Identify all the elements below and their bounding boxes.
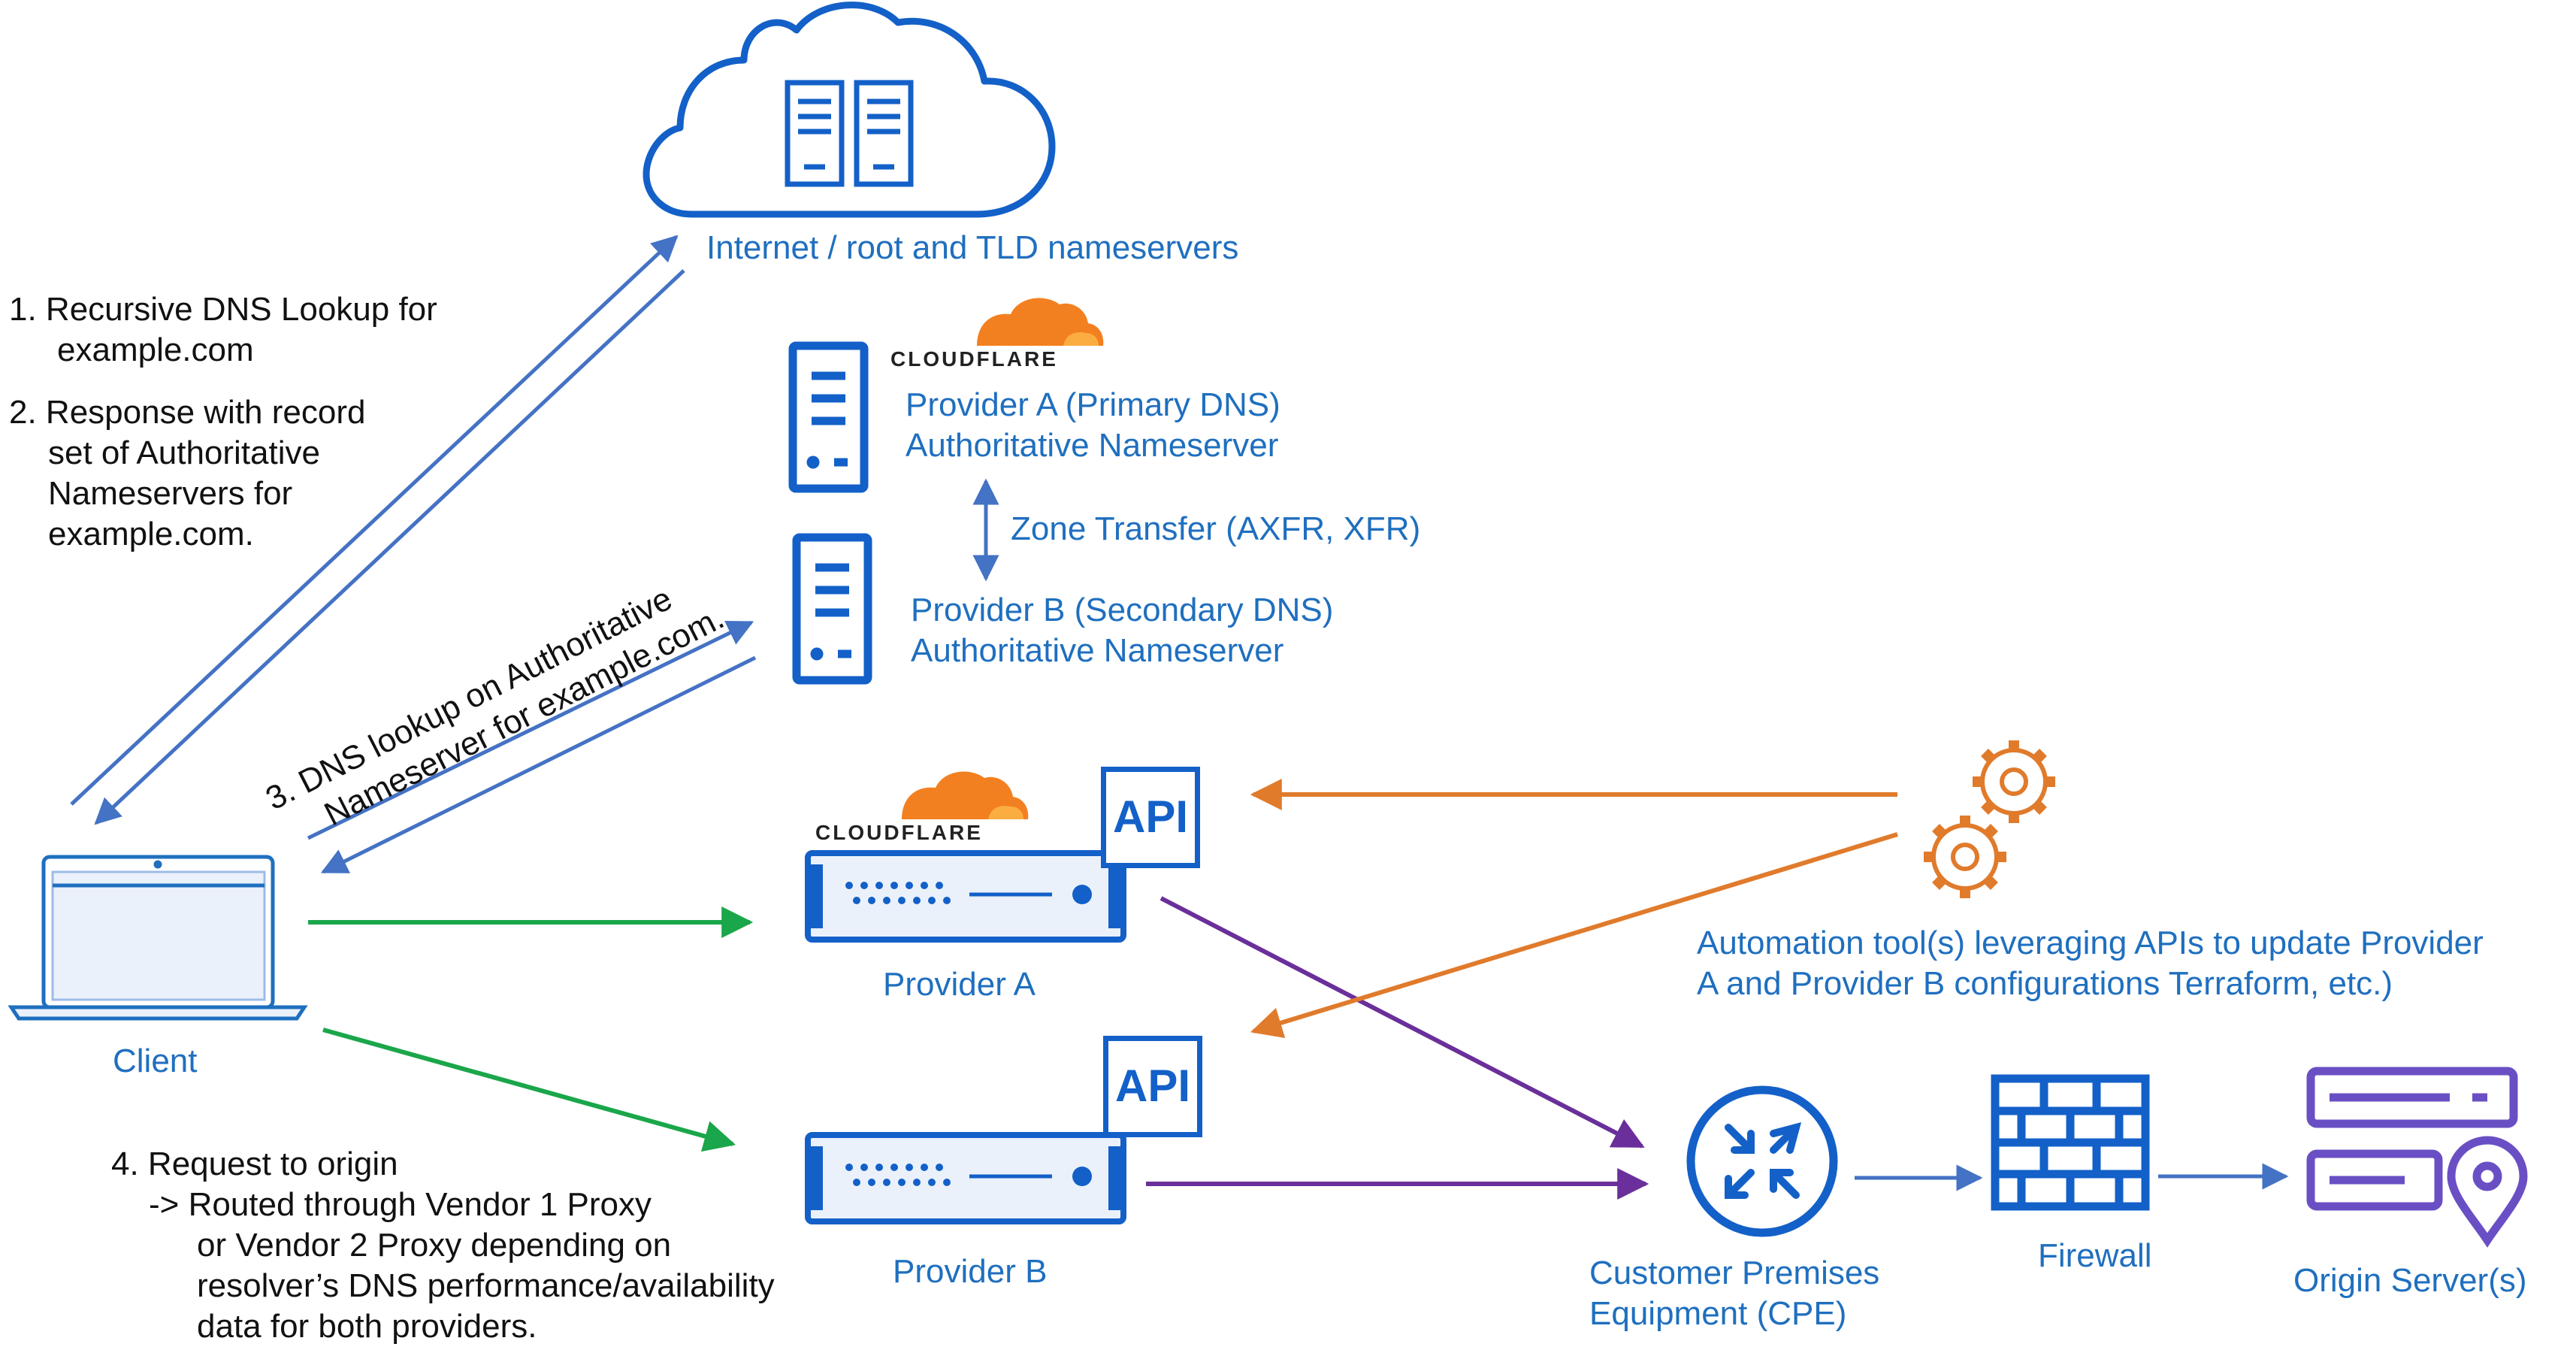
gear-icon [1973,740,2055,823]
step1-line1: 1. Recursive DNS Lookup for [9,291,437,328]
cloudflare-wordmark: CLOUDFLARE [890,347,1058,371]
step4-line1: 4. Request to origin [111,1146,398,1182]
server-rack-icon [788,341,869,493]
cloud-icon [642,2,1056,218]
firewall-icon [1991,1074,2150,1211]
arrow-provider-a-to-cpe [1160,896,1645,1149]
automation-label-line1: Automation tool(s) leveraging APIs to up… [1697,925,2484,961]
provider-a-dns-label-line2: Authoritative Nameserver [906,427,1279,464]
zone-transfer-label: Zone Transfer (AXFR, XFR) [1011,510,1421,547]
step4-line3: or Vendor 2 Proxy depending on [197,1227,672,1264]
server-rack-icon [792,533,872,685]
proxy-appliance-icon [805,850,1126,943]
step1-line2: example.com [57,331,254,368]
arrow-recursive-lookup [70,235,679,806]
provider-a-dns-label-line1: Provider A (Primary DNS) [906,386,1280,423]
step2-line3: Nameservers for [48,475,293,512]
automation-label-line2: A and Provider B configurations Terrafor… [1697,965,2393,1002]
step4-line4: resolver’s DNS performance/availability [197,1267,775,1304]
origin-label: Origin Server(s) [2293,1262,2527,1299]
provider-a-label: Provider A [883,966,1036,1003]
arrow-automation-to-api-b [1250,832,1898,1039]
step2-line4: example.com. [48,516,254,552]
laptop-icon [8,855,308,1021]
gear-icon [1924,816,2006,898]
cloudflare-cloud-icon [902,771,1029,819]
router-icon [1686,1085,1838,1237]
arrow-client-to-provider-b [322,1028,736,1152]
origin-server-icon [2306,1067,2518,1211]
server-rack-icon [785,80,914,187]
api-badge-provider-a: API [1101,767,1200,868]
arrow-dns-lookup-response [320,655,757,874]
step2-line2: set of Authoritative [48,434,320,471]
cpe-label-line2: Equipment (CPE) [1589,1295,1847,1332]
location-pin-icon [2447,1136,2528,1248]
provider-b-label: Provider B [893,1253,1048,1290]
api-badge-provider-b: API [1103,1036,1202,1137]
cloudflare-wordmark: CLOUDFLARE [815,821,983,844]
step2-line1: 2. Response with record [9,394,366,431]
proxy-appliance-icon [805,1132,1126,1224]
arrow-dns-lookup-auth [307,620,754,840]
cloudflare-cloud-icon [977,298,1104,346]
arrow-response-records [94,269,685,825]
firewall-label: Firewall [2038,1237,2152,1274]
provider-b-dns-label-line1: Provider B (Secondary DNS) [911,592,1334,628]
cpe-label-line1: Customer Premises [1589,1255,1880,1291]
step4-line2: -> Routed through Vendor 1 Proxy [149,1186,652,1223]
client-label: Client [113,1043,198,1079]
provider-b-dns-label-line2: Authoritative Nameserver [911,632,1284,669]
internet-label: Internet / root and TLD nameservers [706,229,1239,266]
step4-line5: data for both providers. [197,1308,537,1345]
